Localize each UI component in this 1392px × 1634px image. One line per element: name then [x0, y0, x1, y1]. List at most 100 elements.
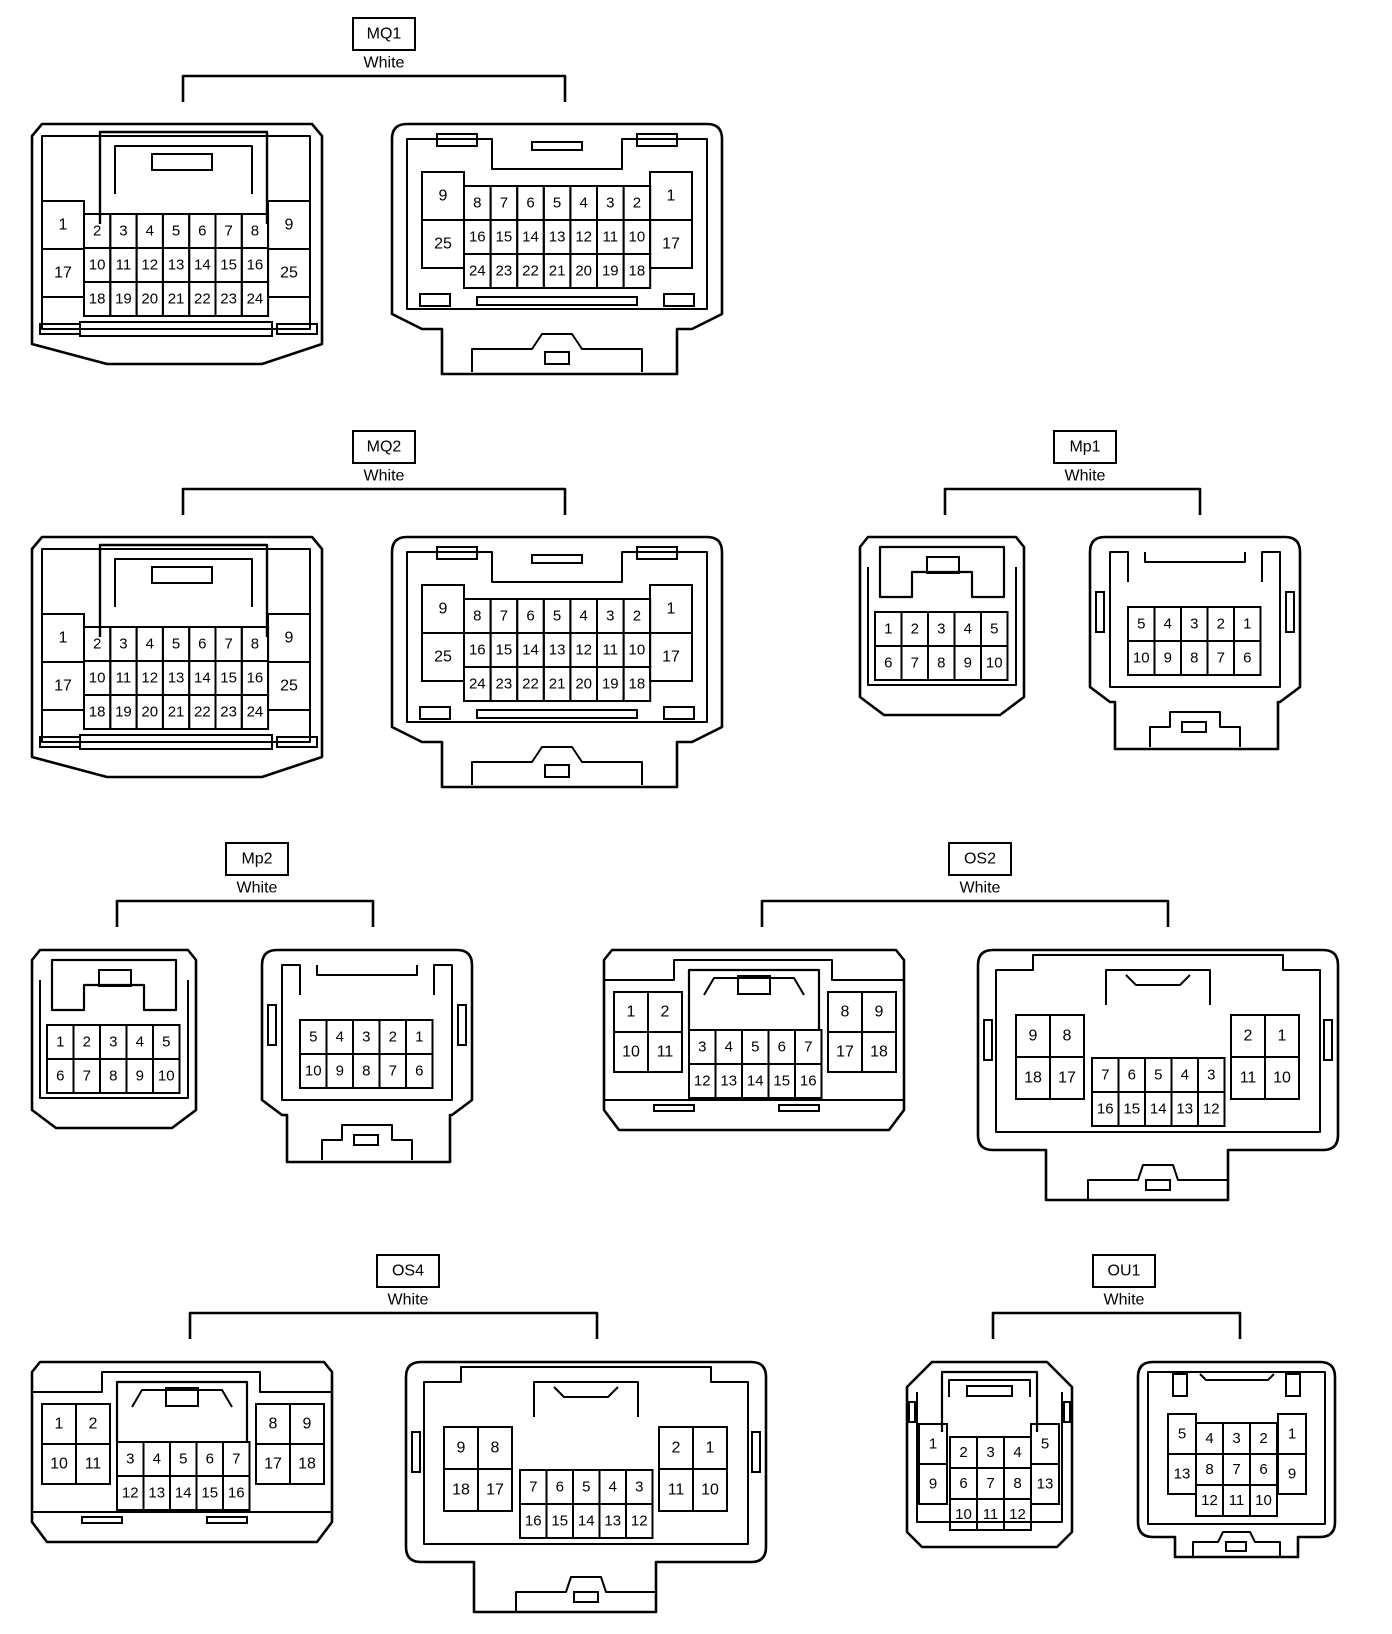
pin-number: 24: [469, 676, 486, 693]
housing-outline: [905, 1360, 1074, 1549]
connector-label: OS4: [392, 1263, 424, 1280]
pin-number: 6: [556, 1479, 564, 1496]
pin-cell: [240, 694, 270, 730]
pin-number: 11: [603, 642, 619, 659]
pin-number: 7: [986, 1475, 994, 1492]
pin-number: 7: [224, 636, 232, 653]
pin-number: 24: [247, 704, 264, 721]
side-slot: [1063, 1401, 1071, 1423]
pin-number: 16: [525, 1513, 542, 1530]
latch-tab: [151, 153, 213, 171]
pin-number: 1: [1288, 1426, 1296, 1443]
pin-number: 4: [964, 621, 972, 638]
pin-number: 1: [884, 621, 892, 638]
pin-number: 18: [870, 1044, 888, 1061]
pin-number: 23: [496, 676, 513, 693]
pin-number: 6: [198, 223, 206, 240]
pin-number: 12: [575, 642, 592, 659]
connector-label: MQ1: [367, 26, 402, 43]
side-slot: [983, 1019, 993, 1061]
pin-number: 4: [580, 195, 588, 212]
pin-number: 14: [578, 1513, 595, 1530]
pin-number: 22: [522, 263, 539, 280]
side-slot: [1285, 591, 1295, 633]
pin-number: 13: [148, 1485, 165, 1502]
housing-outline: [30, 948, 198, 1130]
housing-outline: [976, 948, 1340, 1202]
pin-number: 10: [955, 1506, 972, 1523]
pin-number: 8: [491, 1440, 500, 1457]
pin-number: 6: [778, 1039, 786, 1056]
inner-frame: [916, 1392, 1063, 1523]
pin-number: 5: [553, 195, 561, 212]
pin-number: 2: [1244, 1028, 1253, 1045]
pin-number: 4: [1205, 1430, 1213, 1447]
pin-cell: [1233, 640, 1262, 676]
pin-number: 2: [633, 608, 641, 625]
pin-number: 9: [285, 630, 294, 647]
inner-frame: [406, 551, 708, 723]
pin-number: 8: [937, 655, 945, 672]
pin-number: 14: [522, 229, 539, 246]
inner-frame: [1147, 1371, 1326, 1525]
pin-number: 6: [526, 195, 534, 212]
connector-label-box: [376, 1254, 440, 1288]
pin-number: 1: [667, 188, 676, 205]
pin-number: 25: [280, 678, 298, 695]
bottom-slot: [663, 706, 695, 720]
pin-cell: [647, 1031, 683, 1073]
pin-cell: [1003, 1498, 1032, 1531]
pin-number: 20: [575, 676, 592, 693]
pin-number: 8: [1205, 1461, 1213, 1478]
pin-number: 1: [56, 1034, 64, 1051]
pin-number: 7: [1217, 650, 1225, 667]
housing-outline: [30, 122, 324, 366]
pin-number: 2: [633, 195, 641, 212]
pin-number: 8: [841, 1004, 850, 1021]
pin-number: 20: [141, 704, 158, 721]
pin-cell: [1197, 1091, 1226, 1127]
inner-frame: [1261, 551, 1281, 582]
pin-number: 1: [1278, 1028, 1287, 1045]
pin-number: 8: [251, 223, 259, 240]
pin-number: 14: [747, 1073, 764, 1090]
pin-number: 25: [280, 265, 298, 282]
pin-number: 9: [875, 1004, 884, 1021]
inner-frame: [281, 964, 301, 995]
pin-number: 2: [83, 1034, 91, 1051]
pin-number: 12: [141, 257, 158, 274]
pin-number: 5: [1178, 1426, 1186, 1443]
pin-number: 4: [146, 223, 154, 240]
pin-number: 5: [582, 1479, 590, 1496]
pin-number: 23: [220, 291, 237, 308]
latch-frame: [115, 1380, 249, 1442]
pin-cell: [477, 1468, 513, 1512]
pin-number: 7: [224, 223, 232, 240]
latch-frame: [703, 977, 805, 996]
pin-number: 15: [496, 642, 513, 659]
pin-number: 8: [251, 636, 259, 653]
pin-number: 19: [602, 263, 619, 280]
pin-number: 3: [698, 1039, 706, 1056]
bottom-slot: [81, 1516, 123, 1524]
latch-tab: [737, 975, 771, 995]
pin-number: 3: [362, 1029, 370, 1046]
connector-color: White: [388, 1292, 429, 1309]
top-slot: [1199, 1373, 1275, 1381]
pin-number: 4: [609, 1479, 617, 1496]
pin-number: 6: [1128, 1067, 1136, 1084]
latch-tab: [544, 351, 570, 365]
pin-number: 1: [1243, 616, 1251, 633]
housing-outline: [602, 948, 906, 1132]
pin-number: 7: [1101, 1067, 1109, 1084]
inner-frame: [533, 1381, 639, 1417]
pin-number: 9: [439, 188, 448, 205]
housing-outline: [404, 1360, 768, 1614]
side-slot: [267, 1004, 277, 1046]
pin-number: 18: [629, 676, 646, 693]
pin-number: 8: [269, 1416, 278, 1433]
connector-label-box: [225, 842, 289, 876]
